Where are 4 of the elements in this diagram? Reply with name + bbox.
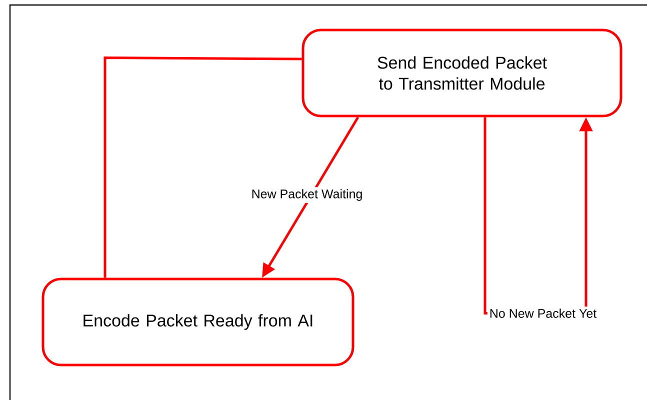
edge-label: No New Packet Yet	[487, 306, 599, 320]
edge-label: New Packet Waiting	[249, 187, 365, 203]
state-box: Send Encoded Packet to Transmitter Module	[302, 28, 622, 118]
state-box: Encode Packet Ready from AI	[42, 278, 354, 366]
